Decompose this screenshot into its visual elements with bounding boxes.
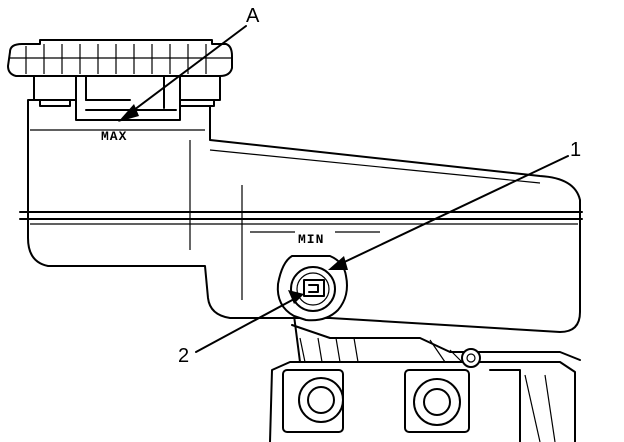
min-level-marking: MIN <box>298 232 324 247</box>
callout-label-a: A <box>246 5 260 27</box>
arrowhead-2 <box>288 290 304 304</box>
reservoir-cap <box>7 39 233 121</box>
arrowhead-1 <box>328 256 348 270</box>
leader-line-2 <box>195 297 297 353</box>
callout-label-1: 1 <box>570 139 581 161</box>
arrowhead-a <box>118 104 139 122</box>
reservoir-tank <box>19 99 583 333</box>
callout-label-2: 2 <box>178 345 189 367</box>
master-cylinder-body <box>269 299 581 442</box>
max-level-marking: MAX <box>101 129 127 144</box>
fluid-level-sensor <box>276 255 348 322</box>
leader-line-a <box>125 25 247 117</box>
leader-line-1 <box>335 155 569 267</box>
leader-lines <box>118 25 569 353</box>
